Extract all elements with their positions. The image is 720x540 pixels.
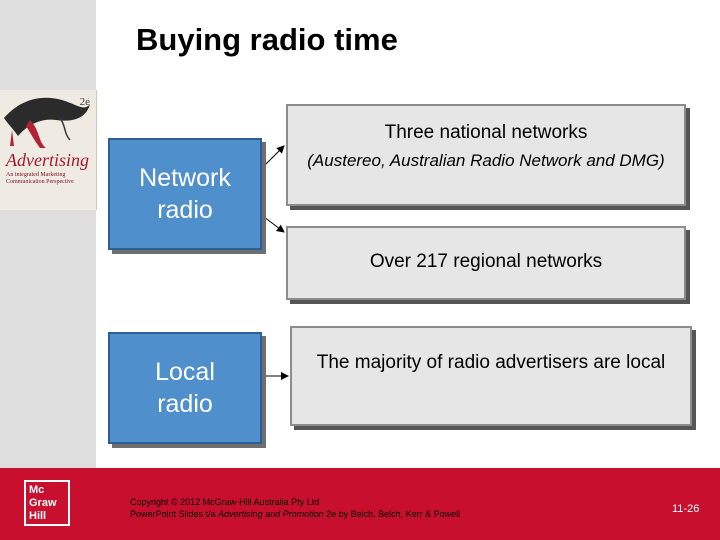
arrow-to-national (260, 146, 284, 170)
local-advertisers-box: The majority of radio advertisers are lo… (290, 326, 692, 426)
copyright-text: Copyright © 2012 McGraw-Hill Australia P… (130, 497, 319, 507)
credit-prefix: PowerPoint Slides t/a (130, 509, 218, 519)
mcgraw-hill-logo: Mc Graw Hill (24, 480, 70, 526)
arrow-to-regional (260, 214, 284, 232)
local-advertisers-text: The majority of radio advertisers are lo… (312, 352, 670, 374)
slide-number: 11-26 (672, 503, 699, 515)
credit-book-title: Advertising and Promotion (218, 509, 324, 519)
logo-line-2: Graw (29, 497, 68, 510)
logo-line-3: Hill (29, 510, 68, 523)
network-radio-box: Network radio (108, 138, 262, 250)
network-radio-line1: Network (139, 164, 231, 192)
local-radio-line1: Local (155, 358, 215, 386)
logo-line-1: Mc (29, 484, 68, 497)
footer-band (0, 468, 720, 540)
national-networks-box: Three national networks (Austereo, Austr… (286, 104, 686, 206)
national-networks-detail: (Austereo, Australian Radio Network and … (298, 150, 674, 172)
regional-networks-box: Over 217 regional networks (286, 226, 686, 300)
network-radio-line2: radio (157, 196, 213, 224)
local-radio-box: Local radio (108, 332, 262, 444)
regional-networks-text: Over 217 regional networks (288, 251, 684, 273)
national-networks-heading: Three national networks (288, 122, 684, 144)
powerpoint-credit: PowerPoint Slides t/a Advertising and Pr… (130, 509, 460, 519)
local-radio-line2: radio (157, 390, 213, 418)
credit-suffix: 2e by Belch, Belch, Kerr & Powell (324, 509, 461, 519)
